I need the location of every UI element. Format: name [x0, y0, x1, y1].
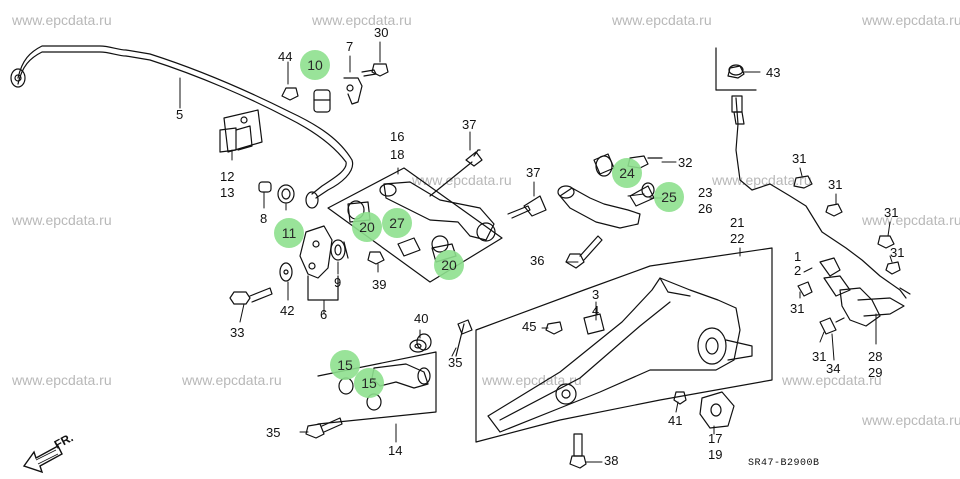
part-label[interactable]: 18 — [390, 147, 405, 162]
watermark: www.epcdata.ru — [12, 372, 112, 388]
part-label[interactable]: 34 — [826, 361, 841, 376]
part-label[interactable]: 3 — [592, 287, 600, 302]
part-label[interactable]: 26 — [698, 201, 713, 216]
clip-part — [313, 77, 363, 113]
part-label[interactable]: 31 — [812, 349, 827, 364]
watermark: www.epcdata.ru — [862, 212, 960, 228]
callout-25[interactable]: 25 — [654, 182, 684, 212]
callout-20[interactable]: 20 — [434, 250, 464, 280]
watermark: www.epcdata.ru — [12, 212, 112, 228]
abs-sensor-wire — [731, 95, 911, 327]
part-label[interactable]: 39 — [372, 277, 387, 292]
watermark: www.epcdata.ru — [482, 372, 582, 388]
watermark: www.epcdata.ru — [182, 372, 282, 388]
part-label[interactable]: 16 — [390, 129, 405, 144]
callout-15[interactable]: 15 — [354, 368, 384, 398]
watermark: www.epcdata.ru — [312, 12, 412, 28]
part-label[interactable]: 8 — [260, 211, 268, 226]
watermark: www.epcdata.ru — [12, 12, 112, 28]
part-label[interactable]: 21 — [730, 215, 745, 230]
part-label[interactable]: 23 — [698, 185, 713, 200]
part-label[interactable]: 1 — [794, 249, 802, 264]
callout-10[interactable]: 10 — [300, 50, 330, 80]
part-label[interactable]: 38 — [604, 453, 619, 468]
callout-11[interactable]: 11 — [274, 218, 304, 248]
watermark: www.epcdata.ru — [862, 12, 960, 28]
part-label[interactable]: 37 — [462, 117, 477, 132]
part-label[interactable]: 42 — [280, 303, 295, 318]
callout-27[interactable]: 27 — [382, 208, 412, 238]
callout-20[interactable]: 20 — [352, 212, 382, 242]
part-label[interactable]: 31 — [890, 245, 905, 260]
part-label[interactable]: 41 — [668, 413, 683, 428]
watermark: www.epcdata.ru — [412, 172, 512, 188]
stabilizer-link-parts — [258, 181, 385, 282]
part-label[interactable]: 12 — [220, 169, 235, 184]
part-label[interactable]: 37 — [526, 165, 541, 180]
part-label[interactable]: 35 — [266, 425, 281, 440]
small-parts — [409, 64, 744, 353]
part-label[interactable]: 9 — [334, 275, 342, 290]
stabilizer-bar — [10, 45, 354, 209]
part-label[interactable]: 40 — [414, 311, 429, 326]
leader-lines — [179, 41, 893, 463]
watermark: www.epcdata.ru — [612, 12, 712, 28]
part-label[interactable]: 6 — [320, 307, 328, 322]
part-label[interactable]: 13 — [220, 185, 235, 200]
part-label[interactable]: 31 — [828, 177, 843, 192]
watermark: www.epcdata.ru — [782, 372, 882, 388]
part-label[interactable]: 35 — [448, 355, 463, 370]
diagram-code: SR47-B2900B — [748, 458, 820, 469]
part-label[interactable]: 32 — [678, 155, 693, 170]
part-label[interactable]: 31 — [790, 301, 805, 316]
part-label[interactable]: 31 — [792, 151, 807, 166]
part-label[interactable]: 5 — [176, 107, 184, 122]
part-label[interactable]: 7 — [346, 39, 354, 54]
part-label[interactable]: 31 — [884, 205, 899, 220]
part-label[interactable]: 33 — [230, 325, 245, 340]
part-label[interactable]: 17 — [708, 431, 723, 446]
part-label[interactable]: 43 — [766, 65, 781, 80]
part-label[interactable]: 14 — [388, 443, 403, 458]
front-arrow-icon — [22, 445, 63, 474]
part-label[interactable]: 28 — [868, 349, 883, 364]
part-label[interactable]: 29 — [868, 365, 883, 380]
trailing-arm-group — [475, 247, 773, 443]
watermark: www.epcdata.ru — [712, 172, 812, 188]
callout-24[interactable]: 24 — [612, 158, 642, 188]
part-label[interactable]: 19 — [708, 447, 723, 462]
part-label[interactable]: 30 — [374, 25, 389, 40]
callout-boxes — [307, 47, 757, 301]
stabilizer-bracket — [219, 109, 263, 153]
part-label[interactable]: 4 — [592, 303, 600, 318]
watermark: www.epcdata.ru — [862, 412, 960, 428]
part-label[interactable]: 2 — [794, 263, 802, 278]
part-label[interactable]: 44 — [278, 49, 293, 64]
part-label[interactable]: 22 — [730, 231, 745, 246]
part-label[interactable]: 36 — [530, 253, 545, 268]
part-label[interactable]: 45 — [522, 319, 537, 334]
bolts — [229, 63, 901, 469]
